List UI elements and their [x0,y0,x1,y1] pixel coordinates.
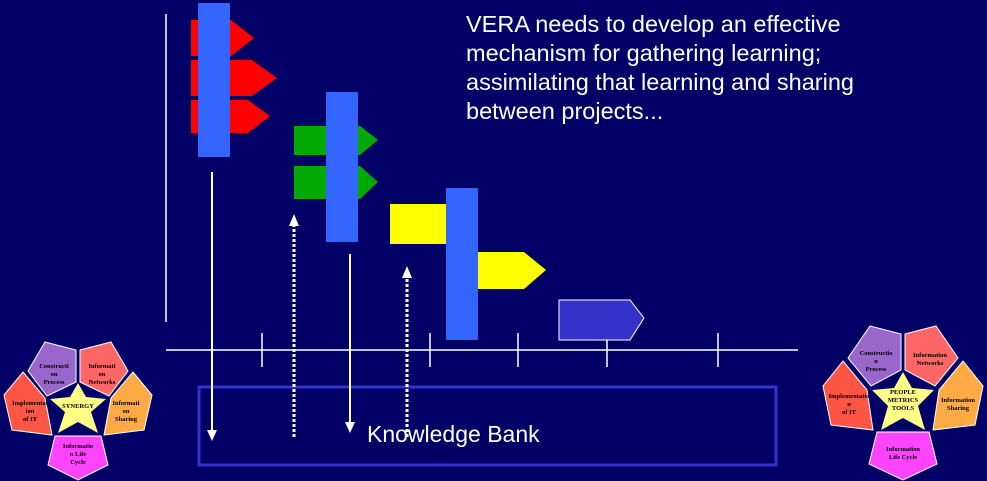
right-petal-implementation [822,360,874,431]
knowledge-bank-label: Knowledge Bank [367,421,540,447]
timeline [166,333,798,367]
headline-line-3: assimilating that learning and sharing [466,69,854,95]
left-petal-implementation [3,371,53,436]
headline-line-1: VERA needs to develop an effective [466,11,841,37]
right-petal-networks [904,325,959,387]
right-petal-construction [847,325,902,387]
yellow-arrow-2 [476,252,546,289]
project-bar-1 [198,3,230,157]
project-bar-2 [326,92,358,242]
left-center-label: SYNERGY [62,403,94,410]
up-arrows [289,214,412,437]
headline-line-4: between projects... [466,98,664,124]
left-petal-construction [27,341,77,397]
yellow-arrow-1 [390,204,447,244]
down-arrows [207,172,355,441]
left-petal-networks [79,341,129,397]
knowledge-bank-box [197,385,778,467]
right-petal-sharing [932,360,984,431]
headline-text: VERA needs to develop an effective mecha… [466,10,987,126]
left-petal-sharing [103,371,153,436]
left-petal-lifecycle [47,435,109,481]
left-center-star [50,383,106,433]
right-petal-lifecycle [868,431,938,481]
headline-line-2: mechanism for gathering learning; [466,40,822,66]
navy-arrow [558,299,645,341]
project-bar-3 [446,188,478,340]
right-center-star [872,372,934,430]
